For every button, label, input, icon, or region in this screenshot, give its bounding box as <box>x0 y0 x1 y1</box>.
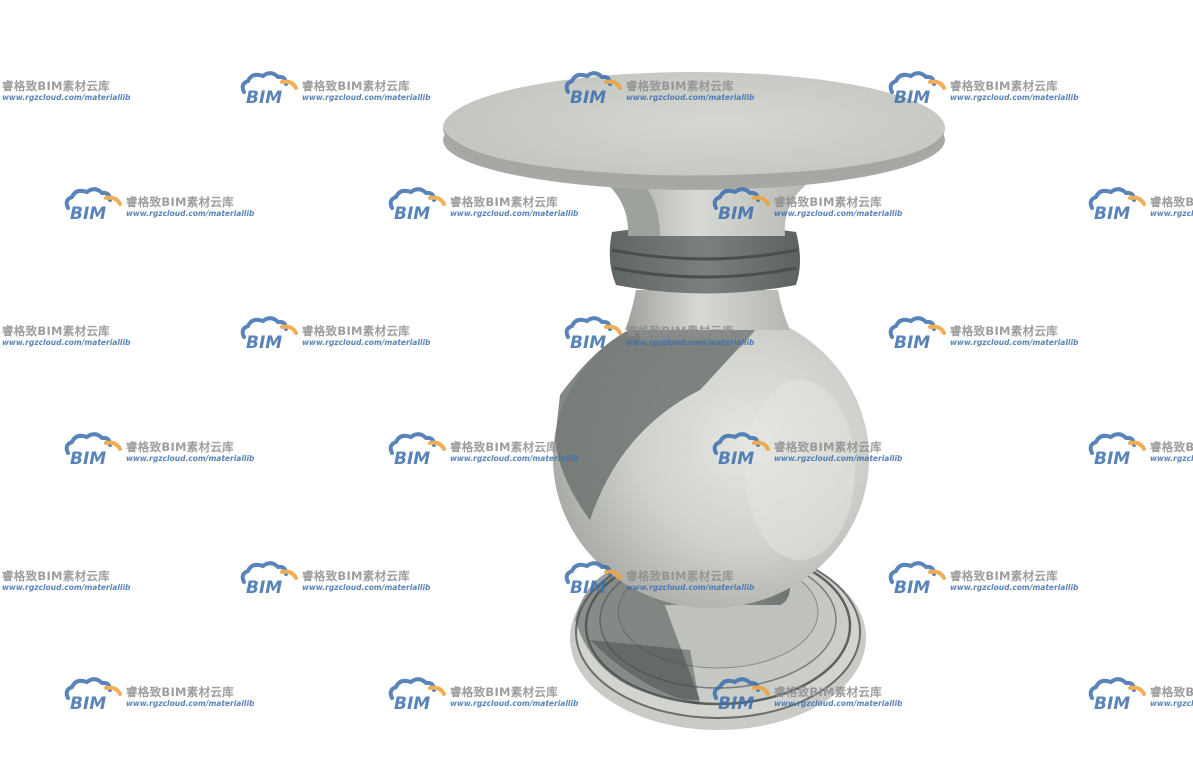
pedestal-ring <box>609 225 800 294</box>
pedestal-flare <box>600 178 815 236</box>
pedestal-top <box>443 72 945 190</box>
pedestal-neck <box>625 290 790 330</box>
pedestal-ball <box>553 308 869 608</box>
